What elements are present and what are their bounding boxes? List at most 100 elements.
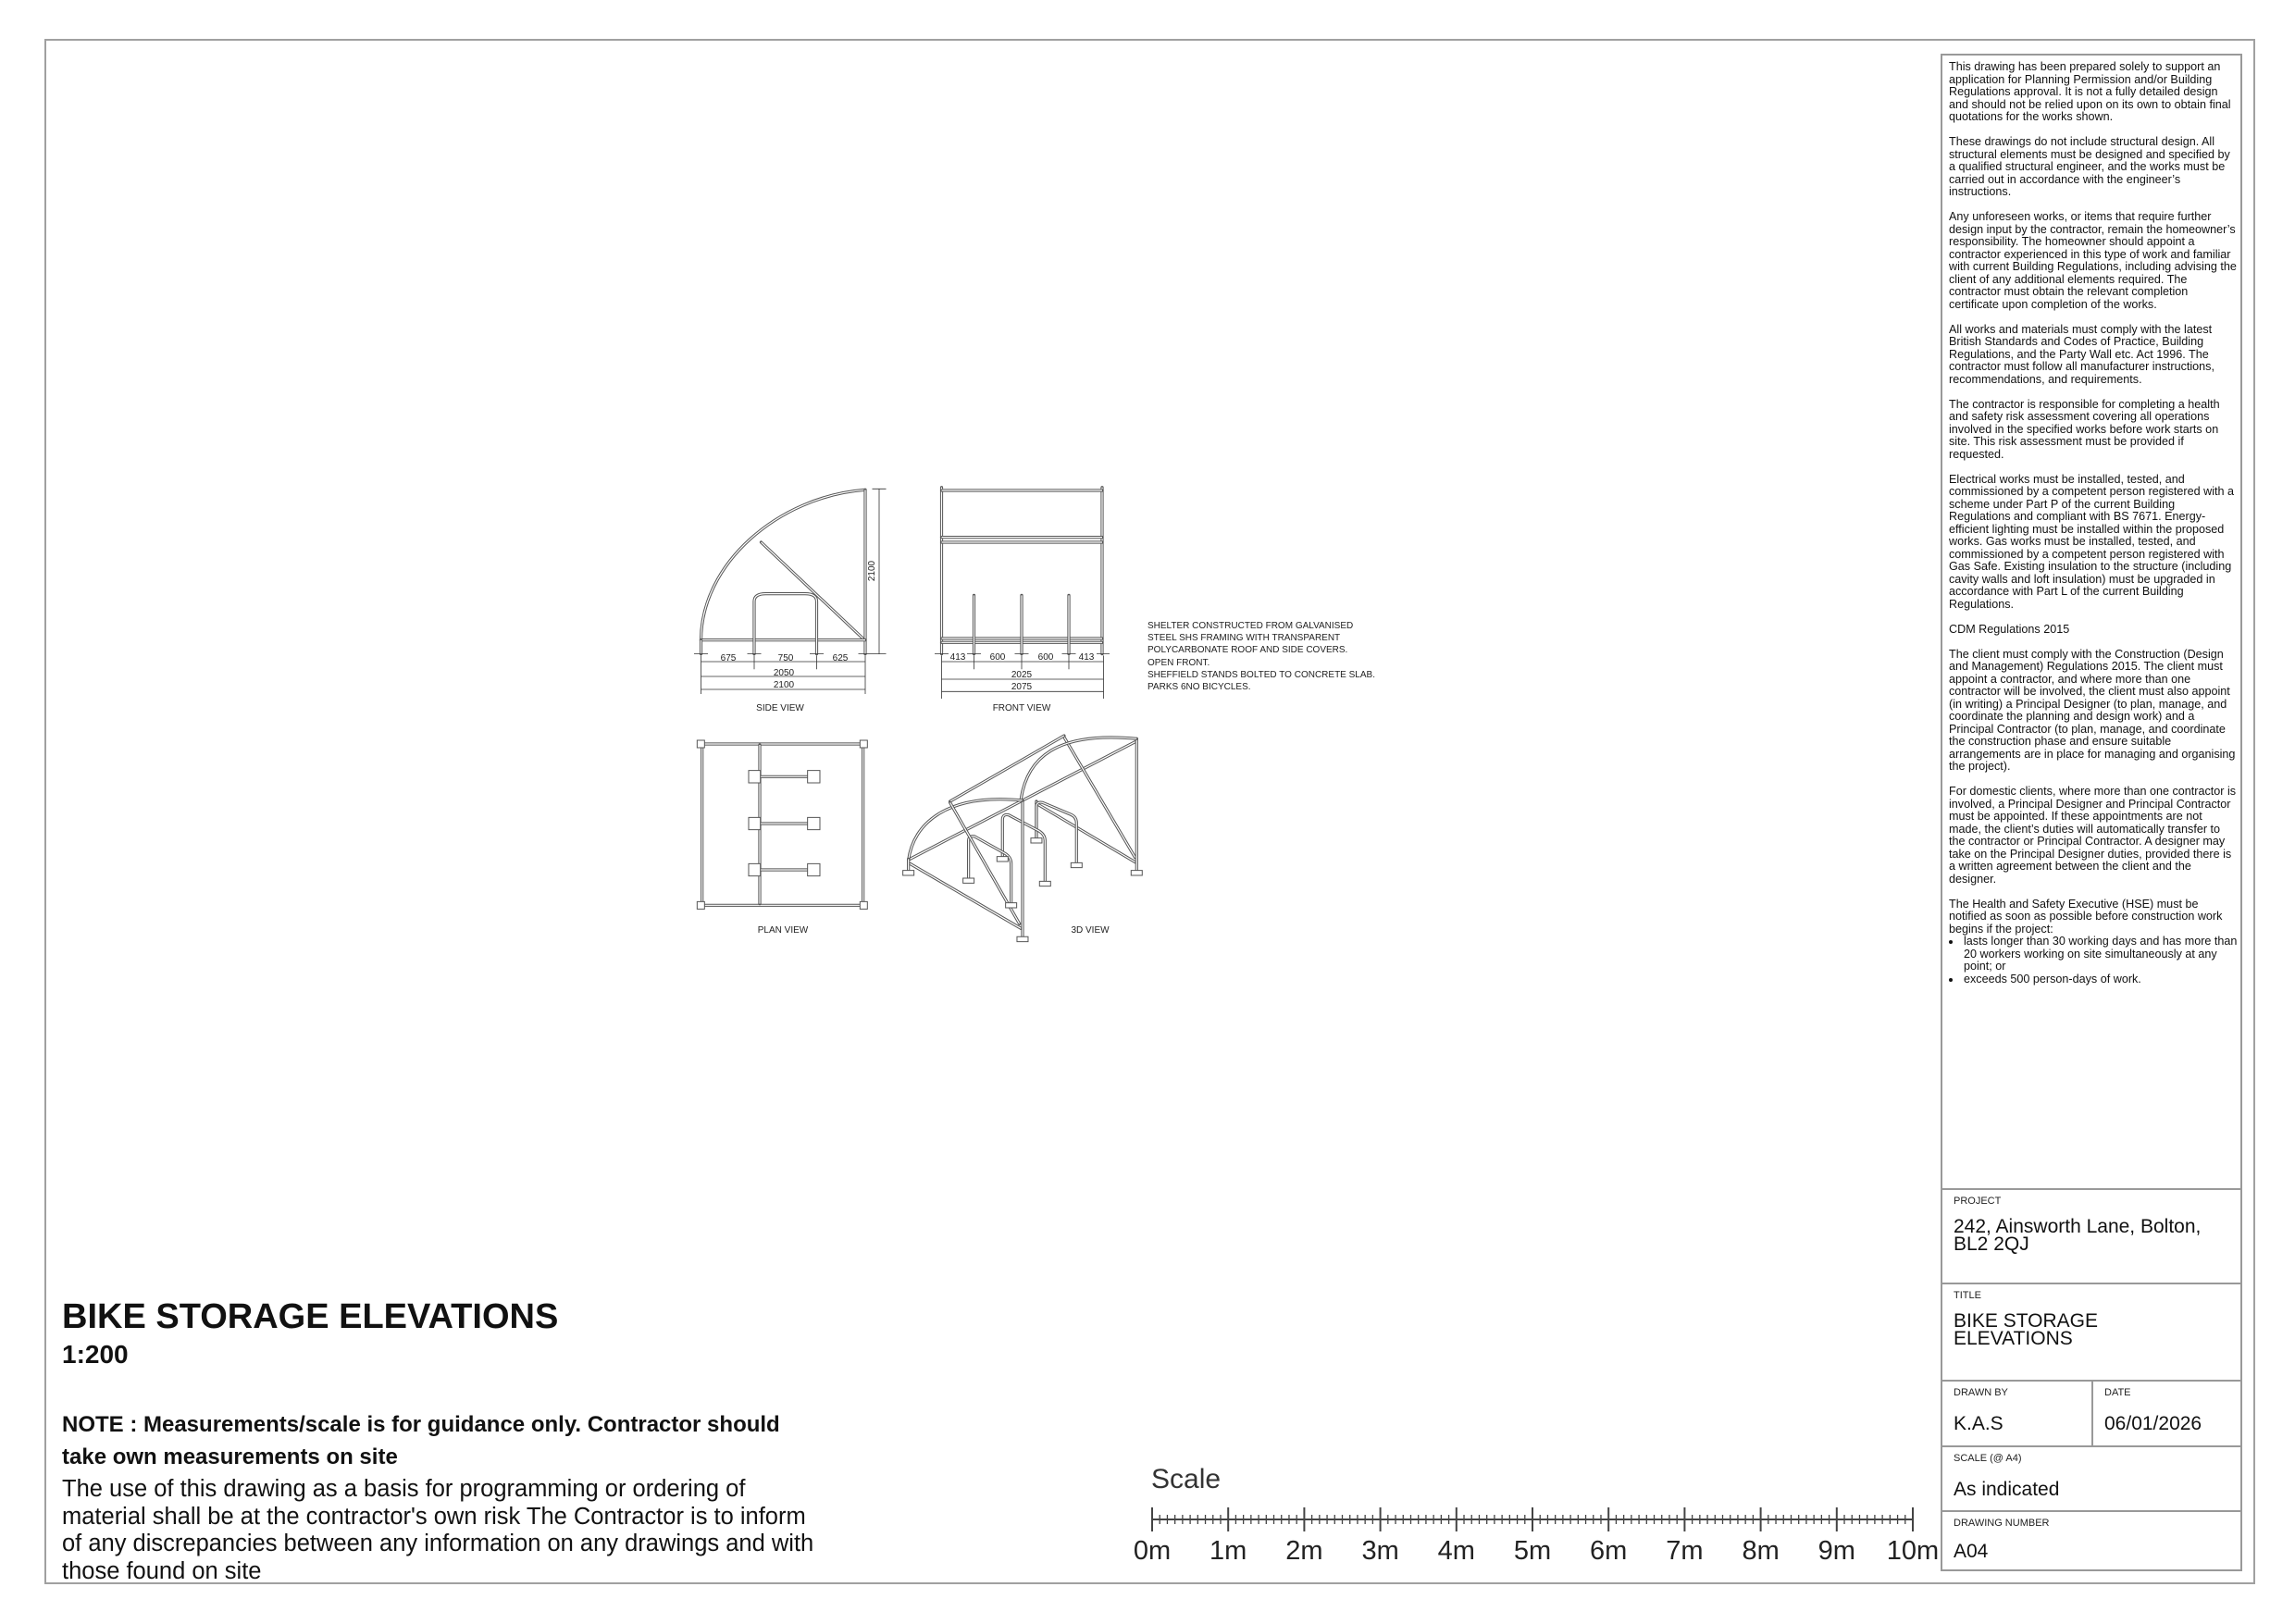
- note-bullet-list: lasts longer than 30 working days and ha…: [1949, 935, 2238, 986]
- scale-bar: [1151, 1507, 1914, 1531]
- front-dim-2: 600: [990, 652, 1006, 663]
- side-roof-arc-inner: [701, 490, 866, 639]
- specification-note: SHELTER CONSTRUCTED FROM GALVANISED STEEL…: [1148, 620, 1386, 693]
- iso-view-label: 3D VIEW: [1071, 925, 1110, 936]
- side-sheffield-stand: [754, 594, 817, 654]
- drawn-by-cell: DRAWN BY K.A.S: [1941, 1380, 2093, 1447]
- side-view: [694, 489, 887, 694]
- drawing-title: BIKE STORAGE ELEVATIONS: [62, 1297, 559, 1336]
- side-dim-height: 2100: [867, 560, 877, 581]
- drawing-number-cell: DRAWING NUMBER A04: [1941, 1510, 2242, 1571]
- side-dimensions: [694, 489, 887, 694]
- spec-line: POLYCARBONATE ROOF AND SIDE COVERS.: [1148, 645, 1348, 656]
- scale-label: 10m: [1886, 1536, 1940, 1566]
- project-line-1: 242, Ainsworth Lane, Bolton,: [1954, 1216, 2202, 1237]
- drawing-scale: 1:200: [62, 1340, 129, 1369]
- side-view-label: SIDE VIEW: [756, 703, 804, 713]
- scale-label: 6m: [1590, 1536, 1628, 1566]
- general-notes: This drawing has been prepared solely to…: [1949, 60, 2238, 986]
- spec-line: OPEN FRONT.: [1148, 657, 1210, 668]
- spec-line: PARKS 6NO BICYCLES.: [1148, 682, 1251, 693]
- side-dim-3: 625: [833, 653, 849, 663]
- iso-back-arch-inner: [1021, 738, 1136, 799]
- iso-back-diagonal-inner: [1064, 738, 1135, 858]
- scale-label: 7m: [1666, 1536, 1704, 1566]
- note-paragraph: The client must comply with the Construc…: [1949, 647, 2236, 773]
- spec-line: SHEFFIELD STANDS BOLTED TO CONCRETE SLAB…: [1148, 669, 1375, 680]
- front-view: [935, 488, 1110, 699]
- note-paragraph: Any unforeseen works, or items that requ…: [1949, 210, 2237, 311]
- scale-label: 1m: [1210, 1536, 1247, 1566]
- side-sheffield-stand-inner: [754, 594, 817, 654]
- scale-label: 3m: [1361, 1536, 1399, 1566]
- isometric-view: [903, 736, 1143, 942]
- iso-ridge-inner: [950, 736, 1064, 801]
- spec-line: STEEL SHS FRAMING WITH TRANSPARENT: [1148, 633, 1341, 644]
- iso-bottom-rail-inner: [910, 863, 1021, 928]
- title-label: TITLE: [1954, 1290, 1981, 1301]
- note-paragraph: All works and materials must comply with…: [1949, 322, 2214, 386]
- drawn-by-value: K.A.S: [1954, 1413, 2003, 1434]
- front-dimensions: [935, 654, 1110, 699]
- spec-line: SHELTER CONSTRUCTED FROM GALVANISED: [1148, 621, 1354, 631]
- note-paragraph: The contractor is responsible for comple…: [1949, 397, 2220, 461]
- scale-label: 0m: [1133, 1536, 1172, 1566]
- iso-back-arch: [1021, 738, 1136, 799]
- side-dim-overall: 2100: [774, 680, 795, 690]
- title-line-2: ELEVATIONS: [1954, 1328, 2073, 1349]
- note-paragraph: These drawings do not include structural…: [1949, 135, 2230, 198]
- side-dimension-labels: 675 750 625 2050 2100 2100 SIDE VIEW: [721, 560, 877, 713]
- note-paragraph: For domestic clients, where more than on…: [1949, 785, 2237, 886]
- plan-base-plates: [697, 740, 867, 909]
- drawn-by-label: DRAWN BY: [1954, 1387, 2008, 1398]
- plan-view: [697, 740, 867, 909]
- front-view-label: FRONT VIEW: [993, 703, 1051, 713]
- date-cell: DATE 06/01/2026: [2091, 1380, 2242, 1447]
- iso-base-plates: [903, 838, 1143, 942]
- side-dim-1: 675: [721, 653, 737, 663]
- side-diagonal-brace-inner: [762, 542, 863, 638]
- note-paragraph: The Health and Safety Executive (HSE) mu…: [1949, 897, 2223, 936]
- iso-back-bottom-rail-inner: [1036, 803, 1135, 862]
- iso-stand-3-inner: [1036, 802, 1076, 865]
- scale-label: 4m: [1437, 1536, 1475, 1566]
- project-address: 242, Ainsworth Lane, Bolton,BL2 2QJ: [1954, 1216, 2202, 1255]
- drawing-number-label: DRAWING NUMBER: [1954, 1518, 2050, 1529]
- date-label: DATE: [2104, 1387, 2131, 1398]
- note-paragraph: CDM Regulations 2015: [1949, 622, 2070, 636]
- scale-value: As indicated: [1954, 1479, 2060, 1500]
- front-dimension-labels: 413 600 600 413 2025 2075 FRONT VIEW: [950, 652, 1095, 713]
- drawing-number-value: A04: [1954, 1541, 1989, 1562]
- note-paragraph: Electrical works must be installed, test…: [1949, 472, 2234, 611]
- measurement-note: NOTE : Measurements/scale is for guidanc…: [62, 1412, 780, 1469]
- front-dim-4: 413: [1079, 652, 1095, 663]
- scale-label: 5m: [1513, 1536, 1552, 1566]
- front-dim-3: 600: [1038, 652, 1054, 663]
- iso-stand-2-inner: [1002, 814, 1045, 884]
- note-bullet: exceeds 500 person-days of work.: [1962, 973, 2238, 986]
- side-dim-2: 750: [778, 653, 794, 663]
- front-dim-1: 413: [950, 652, 966, 663]
- plan-view-label: PLAN VIEW: [758, 925, 809, 936]
- note-paragraph: This drawing has been prepared solely to…: [1949, 60, 2231, 123]
- project-line-2: BL2 2QJ: [1954, 1233, 2029, 1255]
- scale-label: SCALE (@ A4): [1954, 1453, 2022, 1464]
- scale-label: 9m: [1817, 1536, 1855, 1566]
- date-value: 06/01/2026: [2104, 1413, 2202, 1434]
- scale-label: 2m: [1285, 1536, 1323, 1566]
- iso-front-arch-inner: [909, 800, 1023, 861]
- side-dim-inner: 2050: [774, 668, 795, 678]
- front-dim-overall: 2075: [1011, 682, 1033, 692]
- note-bullet: lasts longer than 30 working days and ha…: [1962, 935, 2238, 973]
- scale-label: 8m: [1742, 1536, 1780, 1566]
- front-dim-inner: 2025: [1011, 670, 1033, 680]
- scale-cell: SCALE (@ A4) As indicated: [1941, 1445, 2242, 1512]
- scale-bar-title: Scale: [1151, 1464, 1222, 1494]
- project-cell: PROJECT 242, Ainsworth Lane, Bolton,BL2 …: [1941, 1188, 2242, 1284]
- project-label: PROJECT: [1954, 1196, 2002, 1207]
- sheet-border: [44, 39, 2255, 1584]
- disclaimer-text: The use of this drawing as a basis for p…: [62, 1476, 814, 1584]
